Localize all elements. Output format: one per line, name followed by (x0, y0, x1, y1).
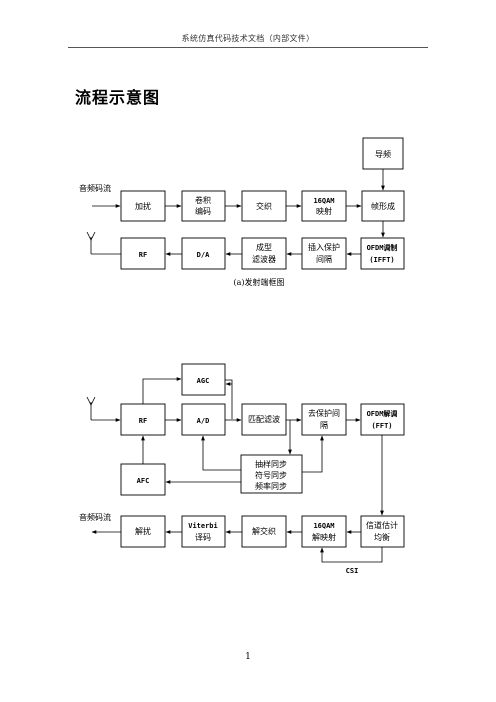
block-pilot: 导频 (362, 137, 404, 170)
block-ofdm-demod: OFDM解调 (FFT) (360, 403, 405, 436)
block-shaping-filter: 成型 滤波器 (241, 237, 287, 270)
block-adc: A/D (181, 403, 226, 436)
svg-text:16QAM: 16QAM (313, 522, 334, 530)
block-descramble: 解扰 (120, 515, 166, 548)
svg-text:OFDM解调: OFDM解调 (367, 409, 398, 418)
block-remove-guard: 去保护间 隔 (301, 403, 347, 436)
svg-text:成型: 成型 (256, 242, 272, 252)
arrow-csi (320, 547, 383, 563)
block-rf-tx: RF (120, 237, 166, 270)
block-conv-encode: 卷积 编码 (181, 190, 226, 222)
svg-text:(IFFT): (IFFT) (369, 256, 394, 264)
tx-caption: (a)发射端框图 (233, 277, 284, 287)
svg-text:隔: 隔 (320, 421, 328, 430)
svg-text:(FFT): (FFT) (371, 422, 392, 430)
csi-label: CSI (346, 567, 359, 575)
block-interleave: 交织 (241, 190, 287, 222)
block-sync: 抽样同步 符号同步 频率同步 (240, 454, 303, 494)
block-insert-guard: 插入保护 间隔 (301, 237, 347, 270)
arrow-rf-agc (142, 377, 182, 404)
svg-text:译码: 译码 (195, 533, 211, 542)
svg-text:解映射: 解映射 (312, 532, 336, 542)
svg-text:A/D: A/D (197, 417, 210, 425)
svg-text:解交织: 解交织 (252, 526, 276, 536)
block-chan-est: 信道估计 均衡 (360, 515, 405, 548)
svg-text:符号同步: 符号同步 (255, 470, 287, 480)
svg-text:滤波器: 滤波器 (252, 254, 276, 264)
svg-text:帧形成: 帧形成 (371, 201, 395, 211)
svg-text:加扰: 加扰 (135, 201, 151, 211)
svg-text:交织: 交织 (256, 201, 272, 211)
receiver-diagram: AGC RF A/D 匹配滤波 去保护间 隔 OFDM解调 (FFT) AFC (79, 363, 405, 575)
page-title: 流程示意图 (75, 88, 161, 107)
svg-text:OFDM调制: OFDM调制 (367, 243, 398, 252)
svg-text:导频: 导频 (375, 149, 391, 159)
block-agc: AGC (181, 363, 226, 396)
block-rf-rx: RF (120, 403, 166, 436)
svg-text:去保护间: 去保护间 (308, 408, 340, 418)
block-afc: AFC (120, 463, 166, 496)
block-dac: D/A (181, 237, 226, 270)
svg-text:编码: 编码 (195, 206, 211, 216)
svg-text:AGC: AGC (197, 377, 210, 385)
block-viterbi: Viterbi 译码 (181, 515, 226, 548)
svg-text:AFC: AFC (137, 477, 150, 485)
arrow-sync-guard (302, 435, 324, 473)
svg-text:RF: RF (139, 251, 147, 259)
svg-text:间隔: 间隔 (316, 255, 332, 264)
line-agc-back (225, 379, 233, 419)
svg-text:卷积: 卷积 (195, 195, 211, 205)
svg-text:映射: 映射 (316, 206, 332, 216)
block-scramble: 加扰 (120, 190, 166, 222)
svg-text:Viterbi: Viterbi (188, 522, 218, 530)
block-matched-filter: 匹配滤波 (241, 403, 287, 436)
svg-text:D/A: D/A (197, 251, 210, 259)
rx-output-label: 音频码流 (79, 512, 111, 522)
rx-antenna-icon (86, 396, 121, 422)
svg-text:信道估计: 信道估计 (366, 520, 398, 530)
tx-input-label: 音频码流 (79, 183, 111, 193)
transmitter-diagram: 导频 加扰 卷积 编码 交织 16QAM 映射 帧形成 OFDM调制 (IFFT… (79, 137, 405, 287)
svg-text:RF: RF (139, 417, 147, 425)
block-ofdm-mod: OFDM调制 (IFFT) (360, 237, 405, 270)
svg-text:均衡: 均衡 (374, 532, 390, 542)
block-qam-demap: 16QAM 解映射 (301, 515, 347, 548)
document-header: 系统仿真代码技术文档（内部文件） (181, 34, 315, 43)
block-qam-map: 16QAM 映射 (301, 190, 347, 222)
svg-text:插入保护: 插入保护 (308, 242, 340, 252)
page-number: 1 (245, 652, 251, 662)
block-deinterleave: 解交织 (241, 515, 287, 548)
header-rule (68, 47, 428, 48)
svg-text:抽样同步: 抽样同步 (255, 459, 287, 469)
arrow-sync-adc (201, 435, 241, 471)
tx-antenna-icon (86, 231, 121, 255)
svg-text:匹配滤波: 匹配滤波 (248, 414, 280, 424)
svg-text:16QAM: 16QAM (313, 197, 334, 205)
svg-text:解扰: 解扰 (135, 526, 151, 536)
block-frame-form: 帧形成 (361, 190, 405, 222)
svg-text:频率同步: 频率同步 (255, 481, 287, 491)
